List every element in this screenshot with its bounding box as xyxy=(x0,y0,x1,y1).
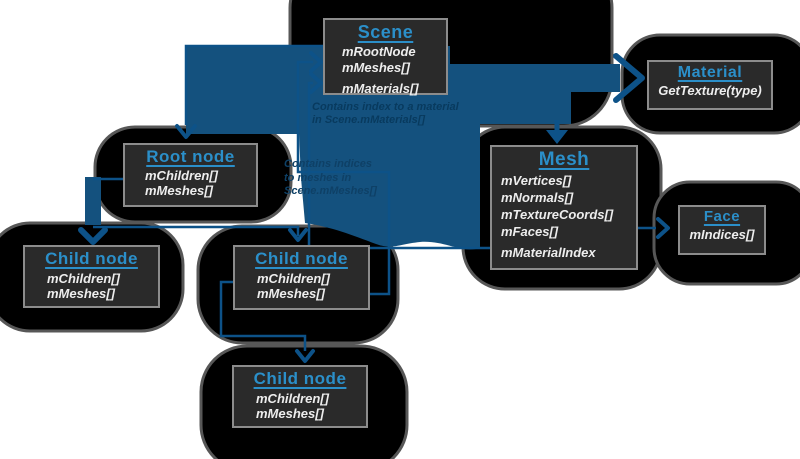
scene-title: Scene xyxy=(357,22,414,42)
arrowhead-rootnode xyxy=(175,124,197,139)
face-member-mindices: mIndices[] xyxy=(689,227,755,242)
mesh-annotation-line-1: Contains indices xyxy=(284,158,373,170)
mesh-member-mvertices: mVertices[] xyxy=(501,173,572,188)
scene-member-mrootnode: mRootNode xyxy=(342,44,416,59)
material-annotation-line-1: Contains index to a material xyxy=(312,101,459,113)
arrowhead-scene-meshes xyxy=(309,51,323,73)
face-node: Face mIndices[] xyxy=(678,205,766,255)
connector-rootnode xyxy=(184,44,323,125)
mesh-annotation-line-2: to meshes in xyxy=(284,171,352,184)
arrowhead-face xyxy=(656,217,670,239)
material-index-annotation: Contains index to a material in Scene.mM… xyxy=(312,101,459,126)
child-node-2: Child node mChildren[] mMeshes[] xyxy=(233,245,370,310)
flow-bar-to-child xyxy=(85,177,101,225)
scene-node: Scene mRootNode mMeshes[] mMaterials[] xyxy=(323,18,448,96)
child1-member-mmeshes: mMeshes[] xyxy=(47,286,115,301)
child1-member-mchildren: mChildren[] xyxy=(47,271,120,286)
child3-member-mmeshes: mMeshes[] xyxy=(256,406,324,421)
flow-swoosh xyxy=(186,46,620,250)
mesh-member-mfaces: mFaces[] xyxy=(501,224,559,239)
root-node-title: Root node xyxy=(146,147,235,166)
child-node-3-title: Child node xyxy=(253,369,347,388)
mesh-member-mtexturecoords: mTextureCoords[] xyxy=(501,207,614,222)
child2-member-mchildren: mChildren[] xyxy=(257,271,330,286)
mesh-title: Mesh xyxy=(538,149,590,170)
material-title: Material xyxy=(677,64,743,81)
arrowhead-child2 xyxy=(288,228,308,242)
child3-member-mchildren: mChildren[] xyxy=(256,391,329,406)
connector-meshes-loop xyxy=(296,60,391,296)
arrowhead-scene-materials xyxy=(309,72,323,94)
child-node-2-title: Child node xyxy=(255,249,348,268)
root-member-mchildren: mChildren[] xyxy=(145,168,218,183)
mesh-member-mmaterialindex: mMaterialIndex xyxy=(501,245,596,260)
material-node: Material GetTexture(type) xyxy=(647,60,773,110)
arrowhead-child3 xyxy=(295,349,315,363)
child-node-1-title: Child node xyxy=(45,249,138,268)
arrowhead-mesh xyxy=(546,130,568,144)
root-node: Root node mChildren[] mMeshes[] xyxy=(123,143,258,207)
child-node-3: Child node mChildren[] mMeshes[] xyxy=(232,365,368,428)
connector-materialindex-loop xyxy=(307,81,490,250)
mesh-node: Mesh mVertices[] mNormals[] mTextureCoor… xyxy=(490,145,638,270)
mesh-annotation-line-3: Scene.mMeshes[] xyxy=(284,185,377,197)
face-title: Face xyxy=(703,208,741,225)
root-member-mmeshes: mMeshes[] xyxy=(145,183,213,198)
connector-to-child2 xyxy=(93,225,300,236)
scene-member-mmeshes: mMeshes[] xyxy=(342,60,410,75)
arrowhead-child1 xyxy=(78,227,108,245)
connector-child2-children xyxy=(219,280,307,351)
mesh-member-mnormals: mNormals[] xyxy=(501,190,574,205)
material-annotation-line-2: in Scene.mMaterials[] xyxy=(312,113,426,126)
scene-member-mmaterials: mMaterials[] xyxy=(342,81,419,96)
child2-member-mmeshes: mMeshes[] xyxy=(257,286,325,301)
mesh-indices-annotation: Contains indices to meshes in Scene.mMes… xyxy=(284,158,377,199)
arrowhead-material xyxy=(613,53,645,103)
material-member-gettexture: GetTexture(type) xyxy=(658,83,762,98)
child-node-1: Child node mChildren[] mMeshes[] xyxy=(23,245,160,308)
